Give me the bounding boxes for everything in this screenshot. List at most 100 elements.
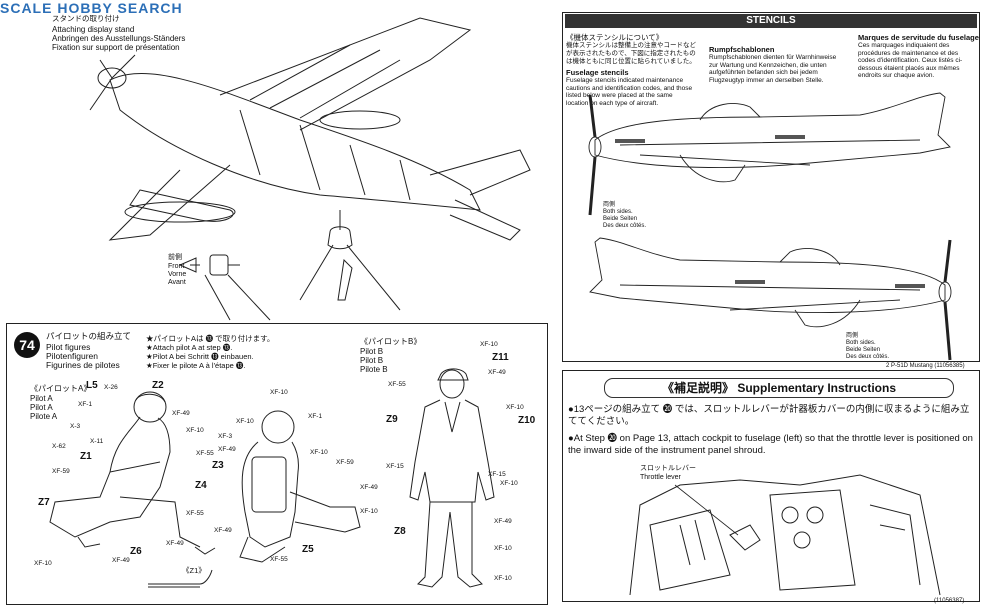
front-label-jp: 前側 (168, 254, 182, 261)
paint-label: XF-15 (488, 471, 506, 478)
paint-label: XF-10 (270, 389, 288, 396)
paint-label: XF-15 (386, 463, 404, 470)
paint-label: XF-59 (336, 459, 354, 466)
step-number: 74 (14, 332, 40, 358)
supplementary-code: (11056387) (934, 598, 965, 604)
throttle-label-jp: スロットルレバー (640, 465, 696, 472)
stand-title-fr: Fixation sur support de présentation (52, 43, 180, 52)
both-sides-fr-2: Des deux côtés. (846, 354, 890, 360)
z1-label: 《Z1》 (182, 566, 206, 575)
paint-label: XF-55 (196, 450, 214, 457)
step-title-de: Pilotenfiguren (46, 351, 98, 361)
part-label: Z1 (80, 451, 92, 462)
paint-label: X-11 (90, 438, 104, 445)
both-sides-en-2: Both sides. (846, 340, 876, 346)
pilot-b-title-jp: 《パイロットB》 (360, 337, 422, 346)
stencils-panel (562, 12, 980, 362)
paint-label: XF-10 (34, 560, 52, 567)
step-title-jp: パイロットの組み立て (46, 331, 132, 341)
supplementary-text-en: ●At Step ⓴ on Page 13, attach cockpit to… (568, 433, 973, 456)
step-title-fr: Figurines de pilotes (46, 360, 120, 370)
paint-label: X-3 (70, 423, 81, 430)
paint-label: XF-49 (218, 446, 236, 453)
paint-label: XF-55 (270, 556, 288, 563)
supplementary-panel (562, 370, 980, 602)
aircraft-underside-illustration (89, 17, 531, 321)
both-sides-de: Beide Seiten (603, 216, 638, 222)
part-label: Z6 (130, 546, 142, 557)
paint-label: XF-49 (172, 410, 190, 417)
stand-title-de: Anbringen des Ausstellungs-Ständers (52, 34, 186, 43)
cockpit-illustration (629, 474, 941, 596)
paint-label: XF-10 (494, 545, 512, 552)
stand-title-en: Attaching display stand (52, 25, 135, 34)
supplementary-text-jp: ●13ページの組み立て ⓴ では、スロットルレバーが計器板カバーの内側に収まるよ… (568, 404, 970, 427)
part-label: Z5 (302, 544, 314, 555)
pilot-a-title-jp: 《パイロットA》 (30, 384, 92, 393)
paint-label: XF-55 (388, 381, 406, 388)
stencil-body-fr: Ces marquages indiquaient des procédures… (858, 42, 963, 79)
paint-label: X-62 (52, 443, 66, 450)
paint-label: XF-59 (52, 468, 70, 475)
stencil-title-fr: Marques de servitude du fuselage (858, 33, 979, 42)
stencil-title-en: Fuselage stencils (566, 68, 629, 77)
paint-label: XF-1 (308, 413, 323, 420)
part-label: Z7 (38, 497, 50, 508)
both-sides-en: Both sides. (603, 209, 633, 215)
part-label: Z11 (492, 352, 509, 363)
paint-label: X-26 (104, 384, 118, 391)
both-sides-jp-2: 両側 (846, 333, 859, 339)
step-title-en: Pilot figures (46, 342, 91, 352)
stencil-aircraft-views (588, 92, 952, 361)
both-sides-fr: Des deux côtés. (603, 223, 647, 229)
pilot-a-title-en: Pilot A (30, 394, 53, 403)
paint-label: XF-10 (186, 427, 204, 434)
paint-label: XF-49 (166, 540, 184, 547)
paint-label: XF-3 (218, 433, 233, 440)
stencil-title-de: Rumpfschablonen (709, 45, 775, 54)
note-fr: ★Fixer le pilote A à l'étape ⓭. (146, 361, 246, 370)
step-74-panel (6, 323, 548, 605)
stand-title-jp: スタンドの取り付け (52, 14, 120, 23)
pilot-a-title-de: Pilot A (30, 403, 53, 412)
paint-label: XF-10 (480, 341, 498, 348)
front-label-fr: Avant (168, 279, 186, 286)
pilot-a-title-fr: Pilote A (30, 412, 58, 421)
both-sides-de-2: Beide Seiten (846, 347, 881, 353)
note-de: ★Pilot A bei Schritt ⓭ einbauen. (146, 352, 254, 361)
stencils-footer: 2 P-51D Mustang (11056385) (886, 363, 965, 369)
paint-label: XF-55 (186, 510, 204, 517)
paint-label: XF-10 (506, 404, 524, 411)
paint-label: XF-1 (78, 401, 93, 408)
stencil-body-de: Rumpfschablonen dienten für Warnhinweise… (709, 54, 837, 84)
paint-label: XF-49 (360, 484, 378, 491)
paint-label: XF-10 (360, 508, 378, 515)
front-label-en: Front (168, 263, 185, 270)
stencils-header: STENCILS (565, 14, 977, 28)
part-label: L5 (86, 380, 98, 391)
note-jp: ★パイロットAは ⓭ で取り付けます。 (146, 334, 275, 343)
note-en: ★Attach pilot A at step ⓭. (146, 343, 233, 352)
paint-label: XF-10 (310, 449, 328, 456)
paint-label: XF-10 (236, 418, 254, 425)
part-label: Z9 (386, 414, 398, 425)
pilot-b-title-en: Pilot B (360, 347, 384, 356)
pilot-figures-illustration (49, 368, 495, 588)
part-label: Z8 (394, 526, 406, 537)
paint-label: XF-49 (214, 527, 232, 534)
paint-label: XF-49 (112, 557, 130, 564)
stencil-title-jp: 《機体ステンシルについて》 (566, 33, 664, 42)
throttle-label-en: Throttle lever (640, 474, 681, 481)
front-label-de: Vorne (168, 271, 187, 278)
both-sides-jp: 両側 (603, 202, 616, 208)
paint-label: XF-49 (488, 369, 506, 376)
paint-label: XF-10 (494, 575, 512, 582)
part-label: Z4 (195, 480, 207, 491)
part-label: Z3 (212, 460, 224, 471)
supplementary-title: 《補足説明》 Supplementary Instructions (604, 378, 954, 398)
stencil-body-jp: 機体ステンシルは整備上の注意やコードなどが表示されたもので、下図に指定されたもの… (566, 42, 696, 65)
part-label: Z2 (152, 380, 164, 391)
watermark-logo: SCALE HOBBY SEARCH (0, 0, 183, 16)
paint-label: XF-10 (500, 480, 518, 487)
stencil-body-en-part: Fuselage stencils indicated maintenance … (566, 77, 693, 107)
